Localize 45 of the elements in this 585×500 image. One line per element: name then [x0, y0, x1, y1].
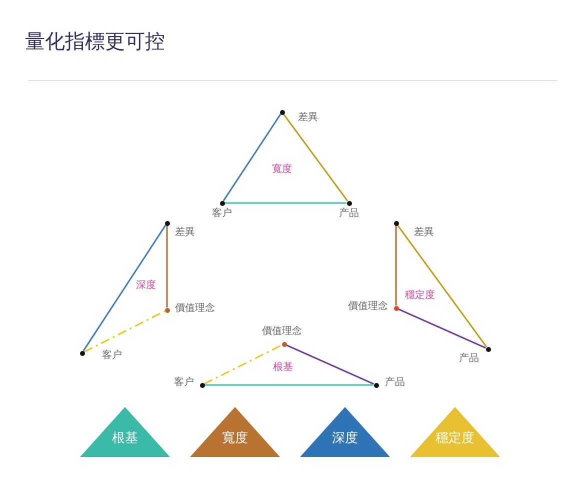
triangle-label: 穩定度 — [405, 290, 435, 302]
connector-line — [398, 308, 486, 349]
vertex-label: 差異 — [414, 227, 434, 239]
triangle-block: 深度 — [300, 407, 390, 457]
vertex-dot — [164, 220, 170, 226]
triangle-block: 寬度 — [190, 407, 280, 457]
vertex-dot — [164, 308, 170, 312]
vertex-dot — [374, 382, 378, 388]
vertex-dot — [346, 200, 352, 206]
vertex-label: 價值理念 — [262, 326, 302, 338]
vertex-dot — [220, 200, 224, 206]
vertex-dot — [280, 110, 284, 114]
vertex-label: 产品 — [459, 353, 479, 365]
connector-line — [395, 226, 397, 306]
vertex-dot — [200, 382, 204, 388]
triangle-label: 根基 — [273, 362, 293, 374]
connector-line — [84, 310, 166, 353]
vertex-label: 客户 — [212, 208, 232, 220]
connector-line — [396, 224, 488, 348]
connector-line — [224, 202, 346, 204]
vertex-label: 客户 — [174, 377, 194, 389]
connector-line — [282, 114, 348, 202]
vertex-label: 差異 — [175, 227, 195, 239]
vertex-label: 产品 — [339, 208, 359, 220]
vertex-dot — [282, 342, 286, 346]
vertex-label: 产品 — [385, 377, 405, 389]
title: 量化指標更可控 — [25, 28, 165, 55]
connector-line — [286, 344, 374, 385]
triangle-label: 寬度 — [272, 164, 292, 176]
triangle-block: 穩定度 — [410, 407, 500, 457]
connector-line — [82, 224, 166, 352]
connector-line — [222, 114, 282, 202]
vertex-label: 價值理念 — [175, 303, 215, 315]
vertex-label: 客户 — [102, 350, 122, 362]
vertex-dot — [80, 350, 84, 356]
connector-line — [204, 344, 282, 385]
vertex-dot — [394, 220, 398, 226]
triangle-label: 深度 — [136, 280, 156, 292]
vertex-dot — [486, 346, 490, 352]
connector-line — [166, 226, 168, 308]
triangle-block: 根基 — [80, 407, 170, 457]
vertex-label: 價值理念 — [348, 301, 388, 313]
vertex-label: 差異 — [298, 112, 318, 124]
connector-line — [204, 384, 374, 386]
vertex-dot — [394, 306, 398, 310]
